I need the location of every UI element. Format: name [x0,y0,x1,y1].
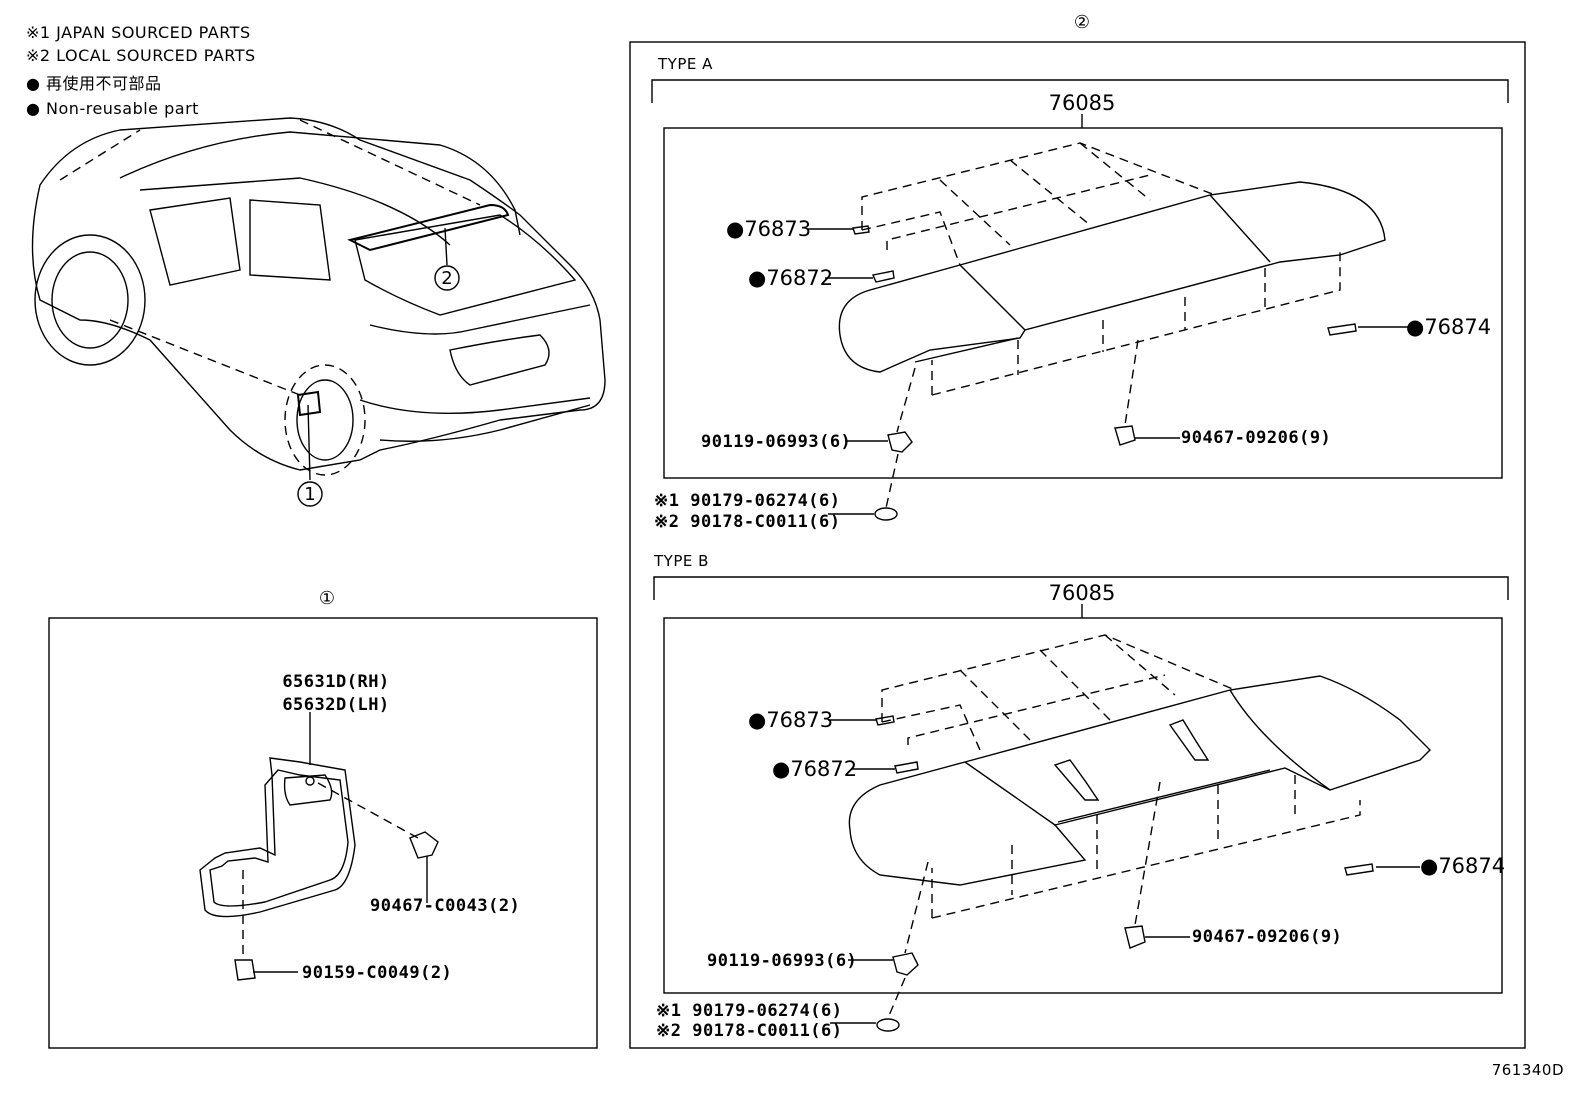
label-90159-C0049: 90159-C0049(2) [302,963,452,983]
overview-marker-2-label: 2 [441,268,452,289]
legend-nonreusable-jp: ● 再使用不可部品 [26,74,162,93]
type-a-label-90179-06274: ※1 90179-06274(6) [654,491,841,511]
panel-1-marker: ① [319,588,335,609]
panel-2-frame [629,41,1526,1049]
type-b-label-76873: ●76873 [748,708,833,732]
type-a-label-90467-09206: 90467-09206(9) [1181,428,1331,448]
type-b-label-76872: ●76872 [772,757,857,781]
type-b-assembly-76085: 76085 [1049,581,1116,605]
type-b-label-90467-09206: 90467-09206(9) [1192,927,1342,947]
type-b-bracket [653,576,1509,600]
type-b-spoiler-illustration [828,634,1431,1032]
type-a-assembly-76085: 76085 [1049,91,1116,115]
type-a-label-76874: ●76874 [1406,315,1491,339]
type-a-label-90178-C0011: ※2 90178-C0011(6) [654,512,841,532]
legend-nonreusable-en: ● Non-reusable part [26,99,199,118]
type-b-title: TYPE B [653,552,709,570]
panel-2-marker: ② [1074,12,1090,33]
legend-japan-sourced: ※1 JAPAN SOURCED PARTS [26,23,251,42]
legend: ※1 JAPAN SOURCED PARTS ※2 LOCAL SOURCED … [26,23,256,118]
car-overview-illustration: 2 1 [31,117,606,507]
type-a-title: TYPE A [657,55,713,73]
panel-1-frame [48,617,598,1049]
overview-marker-2 [434,265,460,291]
type-a-label-90119-06993: 90119-06993(6) [701,432,851,452]
type-b-label-76874: ●76874 [1420,854,1505,878]
type-a-label-76873: ●76873 [726,217,811,241]
label-65631D-rh: 65631D(RH) [282,672,389,692]
legend-local-sourced: ※2 LOCAL SOURCED PARTS [26,46,256,65]
type-a-frame [663,127,1503,479]
label-65632D-lh: 65632D(LH) [282,695,389,715]
type-b-label-90119-06993: 90119-06993(6) [707,951,857,971]
type-a-label-76872: ●76872 [748,266,833,290]
label-90467-C0043: 90467-C0043(2) [370,896,520,916]
type-a-spoiler-illustration [808,142,1408,521]
type-b-label-90178-C0011: ※2 90178-C0011(6) [656,1021,843,1041]
mud-guard-illustration [199,712,439,981]
type-b-label-90179-06274: ※1 90179-06274(6) [656,1001,843,1021]
overview-marker-1 [297,481,323,507]
overview-marker-1-label: 1 [304,484,315,505]
figure-code: 761340D [1492,1061,1564,1079]
type-b-frame [663,617,1503,994]
type-a-bracket [651,79,1509,103]
